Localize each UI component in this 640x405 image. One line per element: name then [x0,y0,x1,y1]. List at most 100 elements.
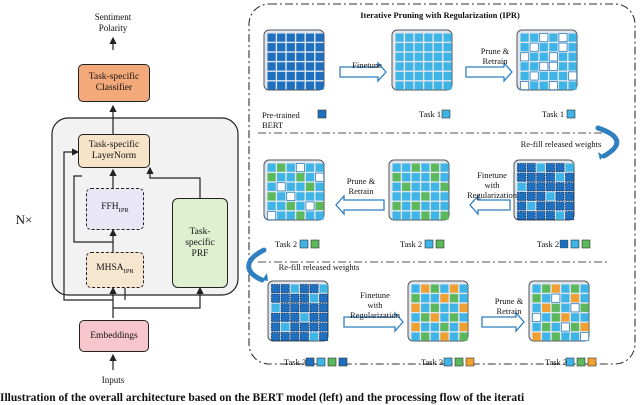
legend-task3-b-2 [465,357,475,367]
matrix-cell [532,322,541,332]
matrix-cell [309,312,319,322]
matrix-cell [271,284,281,294]
matrix-cell [424,81,433,90]
matrix-cell [290,303,300,313]
matrix-cell [402,192,411,201]
matrix-cell [277,62,286,71]
matrix-cell [280,312,290,322]
step-prune-2-line2: Retrain [348,186,374,196]
ffh-box: FFHIPR [86,188,144,230]
matrix-cell [395,43,404,52]
matrix-cell [277,163,286,172]
matrix-cell [421,211,430,220]
matrix-cell [558,71,568,81]
matrix-cell [414,62,423,71]
prf-line3: PRF [191,248,209,259]
matrix-cell [459,303,468,312]
step-prune-3-line1: Prune & [494,296,524,306]
prf-line2: specific [185,237,215,248]
matrix-cell [530,33,539,42]
matrix-cell [526,182,536,192]
matrix-cell [433,81,443,90]
matrix-cell [277,71,286,81]
matrix-cell [305,52,315,61]
matrix-cell [551,322,560,332]
matrix-cell [402,182,411,191]
classifier-line2: Classifier [95,83,133,93]
matrix-cell [568,33,577,42]
classifier-box: Task-specific Classifier [78,64,150,102]
matrix-cell [517,201,527,211]
matrix-cell [430,284,439,293]
matrix-cell [561,284,570,293]
ipr-container [248,3,636,365]
matrix-cell [267,43,276,52]
matrix-cell [421,313,430,322]
matrix-cell [286,71,295,81]
step-prune-1-line2: Retrain [482,56,508,66]
matrix-cell [530,52,539,61]
matrix-cell [545,172,555,182]
matrix-cell [315,62,324,71]
ffh-label: FFHIPR [101,202,129,214]
matrix-cell [392,182,401,191]
matrix-cell [267,173,276,182]
inputs-label: Inputs [101,375,125,385]
matrix-cell [433,52,443,61]
matrix-cell [440,322,449,332]
ipr-title: Iterative Pruning with Regularization (I… [360,10,520,20]
matrix-cell [299,322,309,332]
matrix-cell [305,33,315,42]
matrix-cell [433,62,443,71]
matrix-cell [449,294,459,303]
matrix-cell [536,172,546,182]
matrix-cell [315,52,324,61]
matrix-cell [580,303,589,312]
matrix-cell [459,294,468,303]
matrix-cell [536,182,546,192]
matrix-cell [430,294,439,303]
step-prune-2-line1: Prune & [346,176,376,186]
matrix-cell [536,163,545,172]
skip-connection-inner [73,175,113,243]
task3-label-a: Task 3 [283,357,307,367]
matrix-cell [433,43,443,52]
matrix-cell [440,163,449,172]
prf-box: Task- specific PRF [172,198,228,288]
matrix-task1-pruned [516,29,578,91]
refill-arrow-2 [246,247,267,283]
matrix-cell [315,201,324,211]
step-finetune: Finetune [352,60,382,70]
matrix-cell [290,322,300,332]
matrix-cell [580,313,589,322]
pretrained-line2: BERT [262,120,284,130]
matrix-cell [319,303,329,313]
matrix-cell [414,81,423,90]
layernorm-line1: Task-specific [88,140,140,150]
matrix-cell [565,191,575,201]
matrix-cell [411,322,420,332]
matrix-cell [558,33,568,43]
matrix-cell [277,201,286,211]
matrix-cell [539,81,548,90]
matrix-cell [277,52,286,61]
matrix-cell [542,332,551,341]
matrix-cell [277,33,286,42]
matrix-cell [558,42,568,52]
matrix-cell [411,192,420,201]
matrix-cell [539,71,548,81]
matrix-cell [315,211,324,220]
matrix-cell [424,43,433,52]
matrix-cell [545,201,555,211]
layernorm-box: Task-specific LayerNorm [78,134,150,168]
matrix-cell [286,191,296,201]
matrix-cell [315,172,325,182]
matrix-cell [555,182,565,192]
matrix-cell [555,201,565,211]
matrix-cell [536,191,546,201]
matrix-cell [402,163,411,172]
figure-caption: Illustration of the overall architecture… [0,392,525,404]
matrix-cell [424,62,433,71]
matrix-cell [549,33,558,42]
